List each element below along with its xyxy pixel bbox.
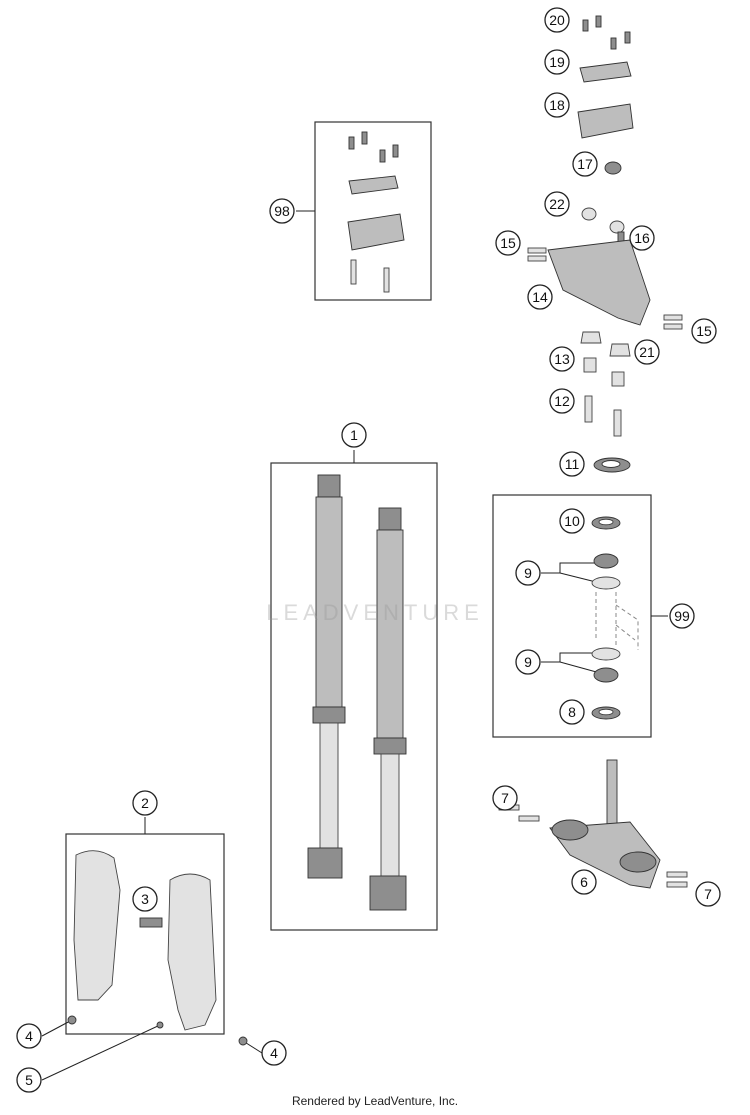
svg-text:4: 4: [25, 1028, 33, 1044]
callout-7-right: 7: [695, 881, 721, 907]
callout-9-upper: 9: [515, 560, 541, 586]
callout-15-left: 15: [495, 230, 521, 256]
svg-text:1: 1: [350, 427, 358, 443]
svg-text:16: 16: [634, 230, 650, 246]
svg-text:17: 17: [577, 156, 593, 172]
svg-text:13: 13: [554, 351, 570, 367]
svg-text:18: 18: [549, 97, 565, 113]
svg-text:5: 5: [25, 1072, 33, 1088]
callout-9-lower: 9: [515, 649, 541, 675]
svg-text:15: 15: [500, 235, 516, 251]
svg-text:8: 8: [568, 704, 576, 720]
upper-stack-parts: [527, 15, 683, 473]
kit-98-parts: [347, 131, 405, 293]
svg-text:12: 12: [554, 393, 570, 409]
svg-text:14: 14: [532, 289, 548, 305]
callout-19: 19: [544, 49, 570, 75]
watermark-logo: LEADVENTURE: [266, 600, 484, 625]
callout-10: 10: [559, 508, 585, 534]
svg-text:7: 7: [704, 886, 712, 902]
callout-6: 6: [571, 869, 597, 895]
svg-text:6: 6: [580, 874, 588, 890]
fork-guards: [67, 850, 248, 1046]
callout-16: 16: [629, 225, 655, 251]
svg-text:10: 10: [564, 513, 580, 529]
callout-15-right: 15: [691, 318, 717, 344]
svg-text:11: 11: [565, 456, 580, 472]
callout-12: 12: [549, 388, 575, 414]
fork-assembly-box: [270, 462, 438, 931]
callout-99: 99: [669, 603, 695, 629]
svg-text:4: 4: [270, 1045, 278, 1061]
svg-text:9: 9: [524, 654, 532, 670]
svg-text:99: 99: [674, 608, 690, 624]
fork-legs: [307, 474, 407, 911]
callout-4-right: 4: [261, 1040, 287, 1066]
svg-text:3: 3: [141, 891, 149, 907]
callout-14: 14: [527, 284, 553, 310]
leader-lines: [41, 210, 668, 1081]
callout-18: 18: [544, 92, 570, 118]
callout-17: 17: [572, 151, 598, 177]
lower-triple-clamp: [498, 759, 688, 889]
callout-3: 3: [132, 886, 158, 912]
svg-text:9: 9: [524, 565, 532, 581]
svg-text:7: 7: [501, 790, 509, 806]
callout-5: 5: [16, 1067, 42, 1093]
callout-8: 8: [559, 699, 585, 725]
callout-22: 22: [544, 191, 570, 217]
svg-text:20: 20: [549, 12, 565, 28]
callout-11: 11: [559, 451, 585, 477]
callout-1: 1: [341, 422, 367, 448]
callout-13: 13: [549, 346, 575, 372]
callout-21: 21: [634, 339, 660, 365]
svg-text:22: 22: [549, 196, 565, 212]
svg-text:15: 15: [696, 323, 712, 339]
footer-credit: Rendered by LeadVenture, Inc.: [291, 1094, 459, 1108]
svg-text:98: 98: [274, 203, 290, 219]
callout-20: 20: [544, 7, 570, 33]
callout-7-left: 7: [492, 785, 518, 811]
svg-text:19: 19: [549, 54, 565, 70]
callout-98: 98: [269, 198, 295, 224]
callout-4-left: 4: [16, 1023, 42, 1049]
callout-2: 2: [132, 790, 158, 816]
kit-98-box: [314, 121, 432, 301]
bearing-kit-parts: [591, 516, 639, 720]
svg-text:21: 21: [639, 344, 655, 360]
svg-text:2: 2: [141, 795, 149, 811]
